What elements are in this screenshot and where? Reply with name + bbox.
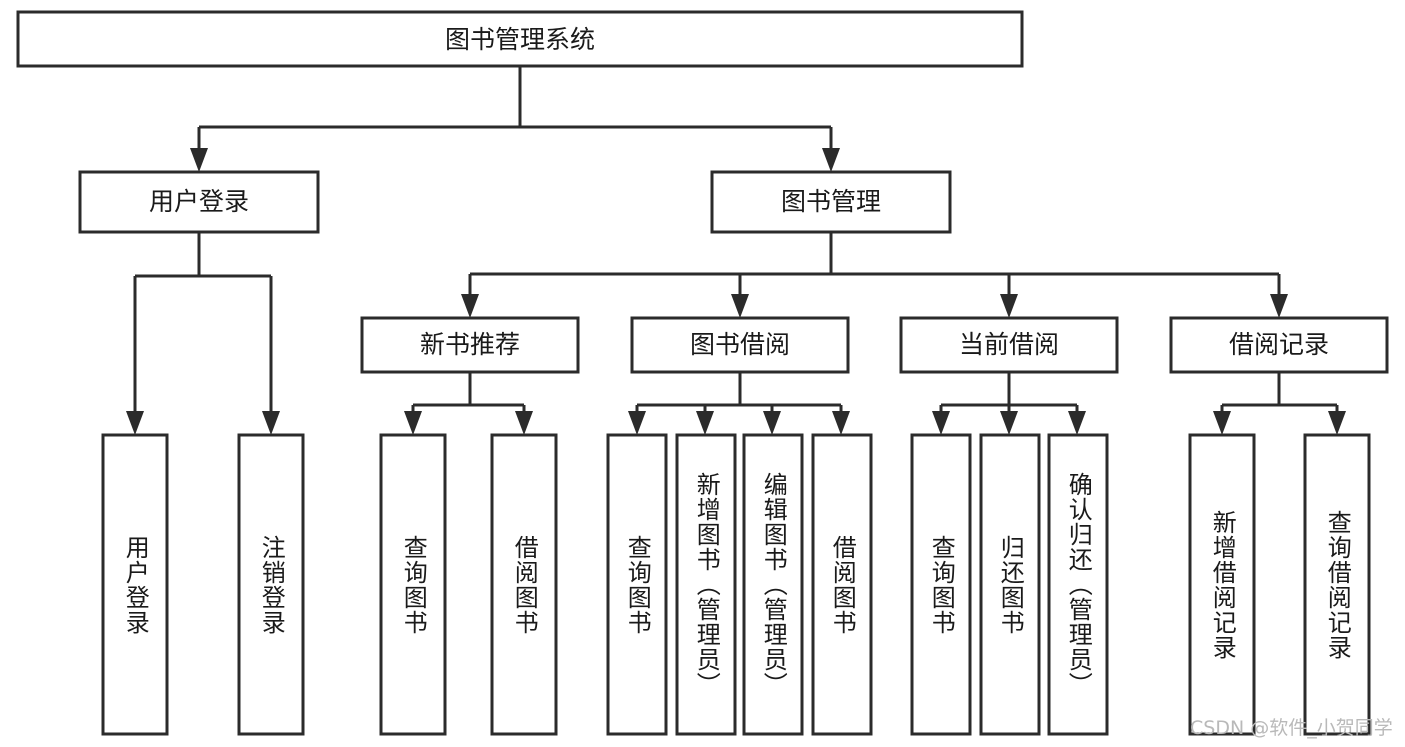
edge-group	[126, 66, 1346, 435]
leaf-box-user-login-2[interactable]	[237, 433, 305, 736]
node-borrow-record-label: 借阅记录	[1229, 330, 1329, 359]
arrow-head-book-borrow-c1	[628, 411, 646, 435]
arrow-head-new-book	[461, 294, 479, 318]
node-root-label: 图书管理系统	[445, 25, 595, 54]
node-book-borrow-box[interactable]	[630, 316, 850, 374]
node-borrow-record[interactable]: 借阅记录	[1169, 316, 1389, 374]
leaf-box-borrow-record-2[interactable]	[1303, 433, 1371, 736]
node-new-book-recommend[interactable]: 新书推荐	[360, 316, 580, 374]
arrow-head-borrow-record-c2	[1328, 411, 1346, 435]
arrow-head-user-login	[190, 148, 208, 172]
node-user-login[interactable]: 用户登录	[78, 170, 320, 234]
arrow-head-current-borrow-c1	[932, 411, 950, 435]
arrow-head-current-borrow-c2	[1000, 411, 1018, 435]
watermark-text: CSDN @软件_小贺同学	[1190, 717, 1393, 739]
node-current-borrow[interactable]: 当前借阅	[899, 316, 1119, 374]
arrow-head-book-borrow-c3	[763, 411, 781, 435]
arrow-head-book-borrow	[731, 294, 749, 318]
arrow-head-book-borrow-c2	[696, 411, 714, 435]
node-user-login-box[interactable]	[78, 170, 320, 234]
leaf-box-book-borrow-4[interactable]	[811, 433, 873, 736]
node-root[interactable]: 图书管理系统	[16, 10, 1024, 68]
leaf-box-current-borrow-2[interactable]	[979, 433, 1041, 736]
leaf-box-current-borrow-3[interactable]	[1047, 433, 1109, 736]
node-current-borrow-box[interactable]	[899, 316, 1119, 374]
arrow-head-current-borrow-c3	[1068, 411, 1086, 435]
leaf-box-book-borrow-1[interactable]	[606, 433, 668, 736]
leaf-box-book-borrow-3[interactable]	[742, 433, 804, 736]
leaf-box-book-borrow-2[interactable]	[675, 433, 737, 736]
node-new-book-recommend-label: 新书推荐	[420, 330, 520, 359]
node-current-borrow-label: 当前借阅	[959, 330, 1059, 359]
node-borrow-record-box[interactable]	[1169, 316, 1389, 374]
node-user-login-label: 用户登录	[149, 187, 249, 216]
arrow-head-borrow-record-c1	[1213, 411, 1231, 435]
node-book-management[interactable]: 图书管理	[710, 170, 952, 234]
arrow-head-user-login-c1	[126, 411, 144, 435]
node-book-borrow[interactable]: 图书借阅	[630, 316, 850, 374]
leaf-box-new-book-1[interactable]	[379, 433, 447, 736]
arrow-head-current-borrow	[1000, 294, 1018, 318]
node-book-management-label: 图书管理	[781, 187, 881, 216]
node-new-book-recommend-box[interactable]	[360, 316, 580, 374]
node-book-borrow-label: 图书借阅	[690, 330, 790, 359]
arrow-head-book-borrow-c4	[832, 411, 850, 435]
arrow-head-book-mgmt	[822, 148, 840, 172]
arrow-head-borrow-record	[1270, 294, 1288, 318]
leaf-box-new-book-2[interactable]	[490, 433, 558, 736]
arrow-head-new-book-c2	[515, 411, 533, 435]
node-book-management-box[interactable]	[710, 170, 952, 234]
node-root-box[interactable]	[16, 10, 1024, 68]
leaf-box-borrow-record-1[interactable]	[1188, 433, 1256, 736]
arrow-head-user-login-c2	[262, 411, 280, 435]
leaf-box-user-login-1[interactable]	[101, 433, 169, 736]
arrow-head-new-book-c1	[404, 411, 422, 435]
leaf-box-current-borrow-1[interactable]	[910, 433, 972, 736]
